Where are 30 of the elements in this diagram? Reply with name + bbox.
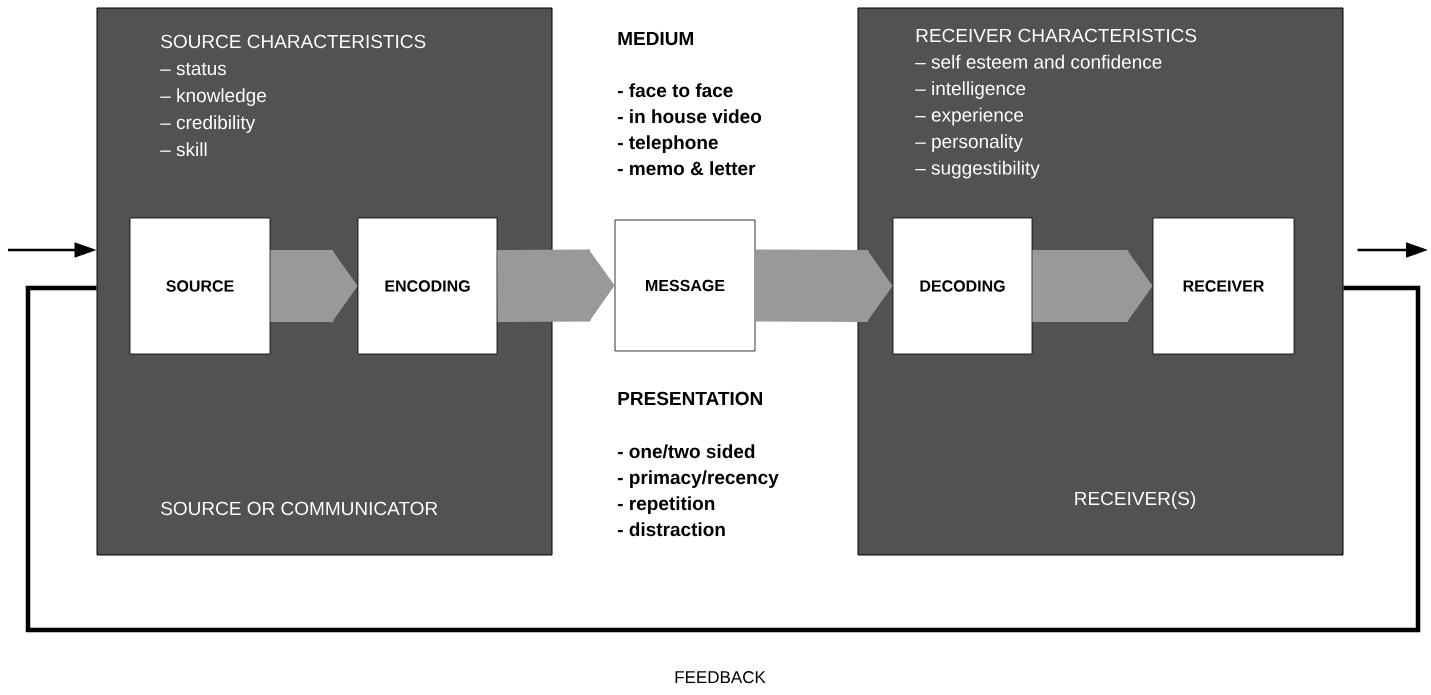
panel-footer: RECEIVER(S) (1075, 491, 1196, 509)
list-item: - repetition (617, 496, 715, 514)
process-box: MESSAGE (614, 219, 756, 352)
list-item: - in house video (617, 109, 762, 124)
list-item: - primacy/recency (617, 470, 779, 488)
list-item: – intelligence (915, 81, 1026, 99)
list-item: – skill (160, 142, 207, 157)
list-item: – self esteem and confidence (915, 54, 1162, 69)
process-box: DECODING (892, 217, 1033, 355)
list-item: – status (160, 62, 227, 76)
list-item: – credibility (160, 115, 256, 133)
edge-label: FEEDBACK (675, 671, 766, 684)
section-heading: MEDIUM (618, 31, 693, 46)
process-box: RECEIVER (1152, 217, 1295, 355)
feedback-loop (25, 285, 1421, 633)
list-item: – personality (915, 134, 1023, 152)
list-item: - face to face (617, 83, 733, 98)
panel-footer: SOURCE OR COMMUNICATOR (161, 501, 438, 516)
list-item: - distraction (617, 522, 725, 537)
list-item: – experience (915, 107, 1024, 126)
section-heading: PRESENTATION (618, 391, 762, 406)
list-item: - one/two sided (617, 444, 755, 459)
panel-heading: SOURCE CHARACTERISTICS (161, 34, 426, 49)
list-item: - memo & letter (617, 161, 756, 176)
process-box: SOURCE (129, 217, 271, 355)
panel-heading: RECEIVER CHARACTERISTICS (916, 28, 1197, 43)
process-box: ENCODING (357, 217, 498, 355)
list-item: – suggestibility (915, 160, 1040, 179)
list-item: - telephone (617, 135, 718, 153)
list-item: – knowledge (160, 88, 266, 106)
